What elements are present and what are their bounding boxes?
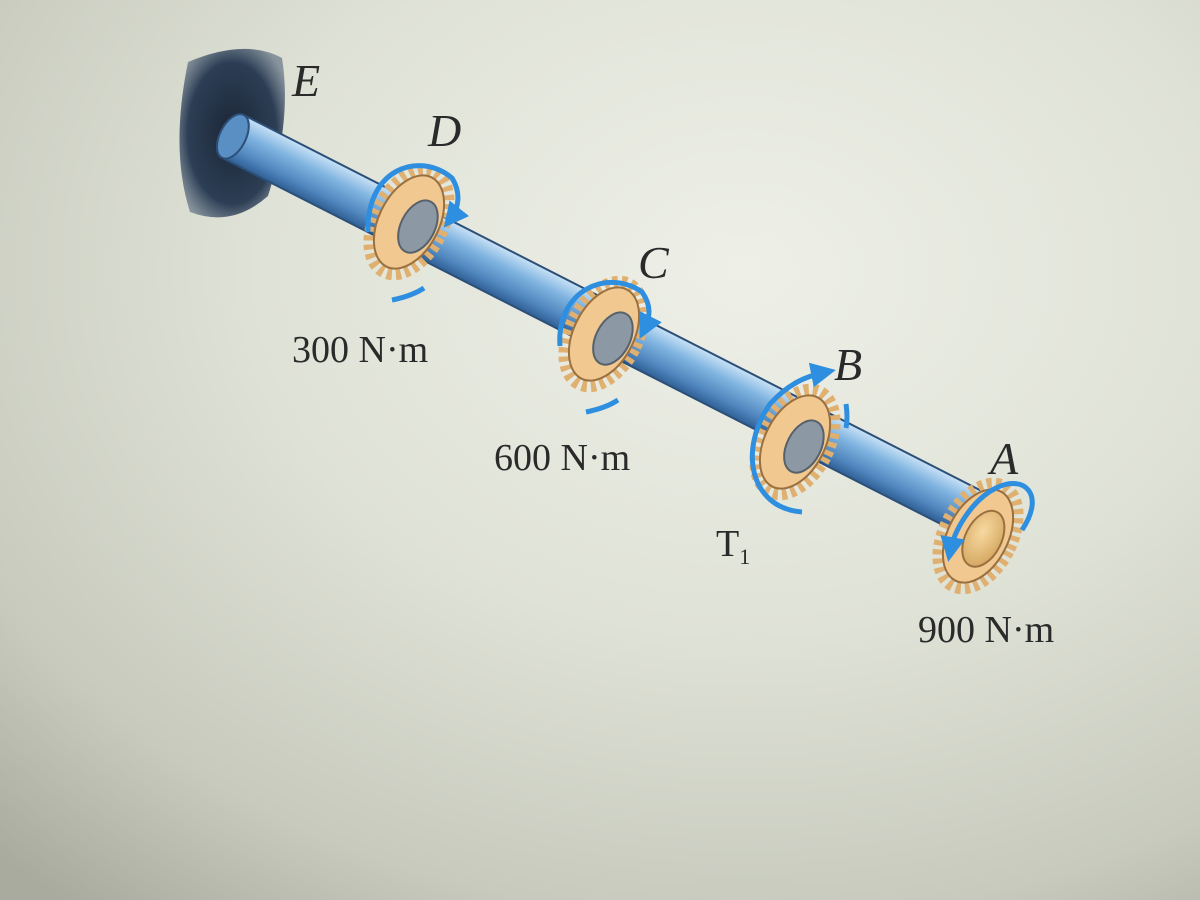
torque-arrow-c-tail (585, 397, 620, 415)
torque-label-b: T1 (716, 523, 750, 569)
torque-arrow-b-tail (843, 403, 850, 429)
label-e: E (291, 55, 320, 106)
label-d: D (427, 105, 461, 156)
torque-arrow-a (940, 481, 1035, 562)
label-a: A (987, 433, 1019, 484)
torque-label-a: 900 N·m (918, 609, 1054, 651)
gear-d-hub (397, 199, 439, 254)
gear-a-face (961, 509, 1006, 568)
gear-d-teeth (363, 163, 455, 281)
torque-arrow-c (557, 280, 662, 347)
torque-arrow-d (365, 163, 470, 233)
torque-label-b-main: T (716, 523, 739, 565)
label-c: C (638, 237, 670, 288)
gear-c-hub (592, 311, 634, 366)
torque-arrow-d-tail (391, 285, 426, 303)
torque-arrow-b (749, 362, 836, 515)
gear-d (363, 163, 455, 281)
label-b: B (834, 339, 862, 390)
torque-label-c: 600 N·m (494, 437, 630, 479)
gear-b-hub (783, 419, 825, 474)
torque-label-b-sub: 1 (739, 544, 750, 569)
torque-label-d: 300 N·m (292, 329, 428, 371)
